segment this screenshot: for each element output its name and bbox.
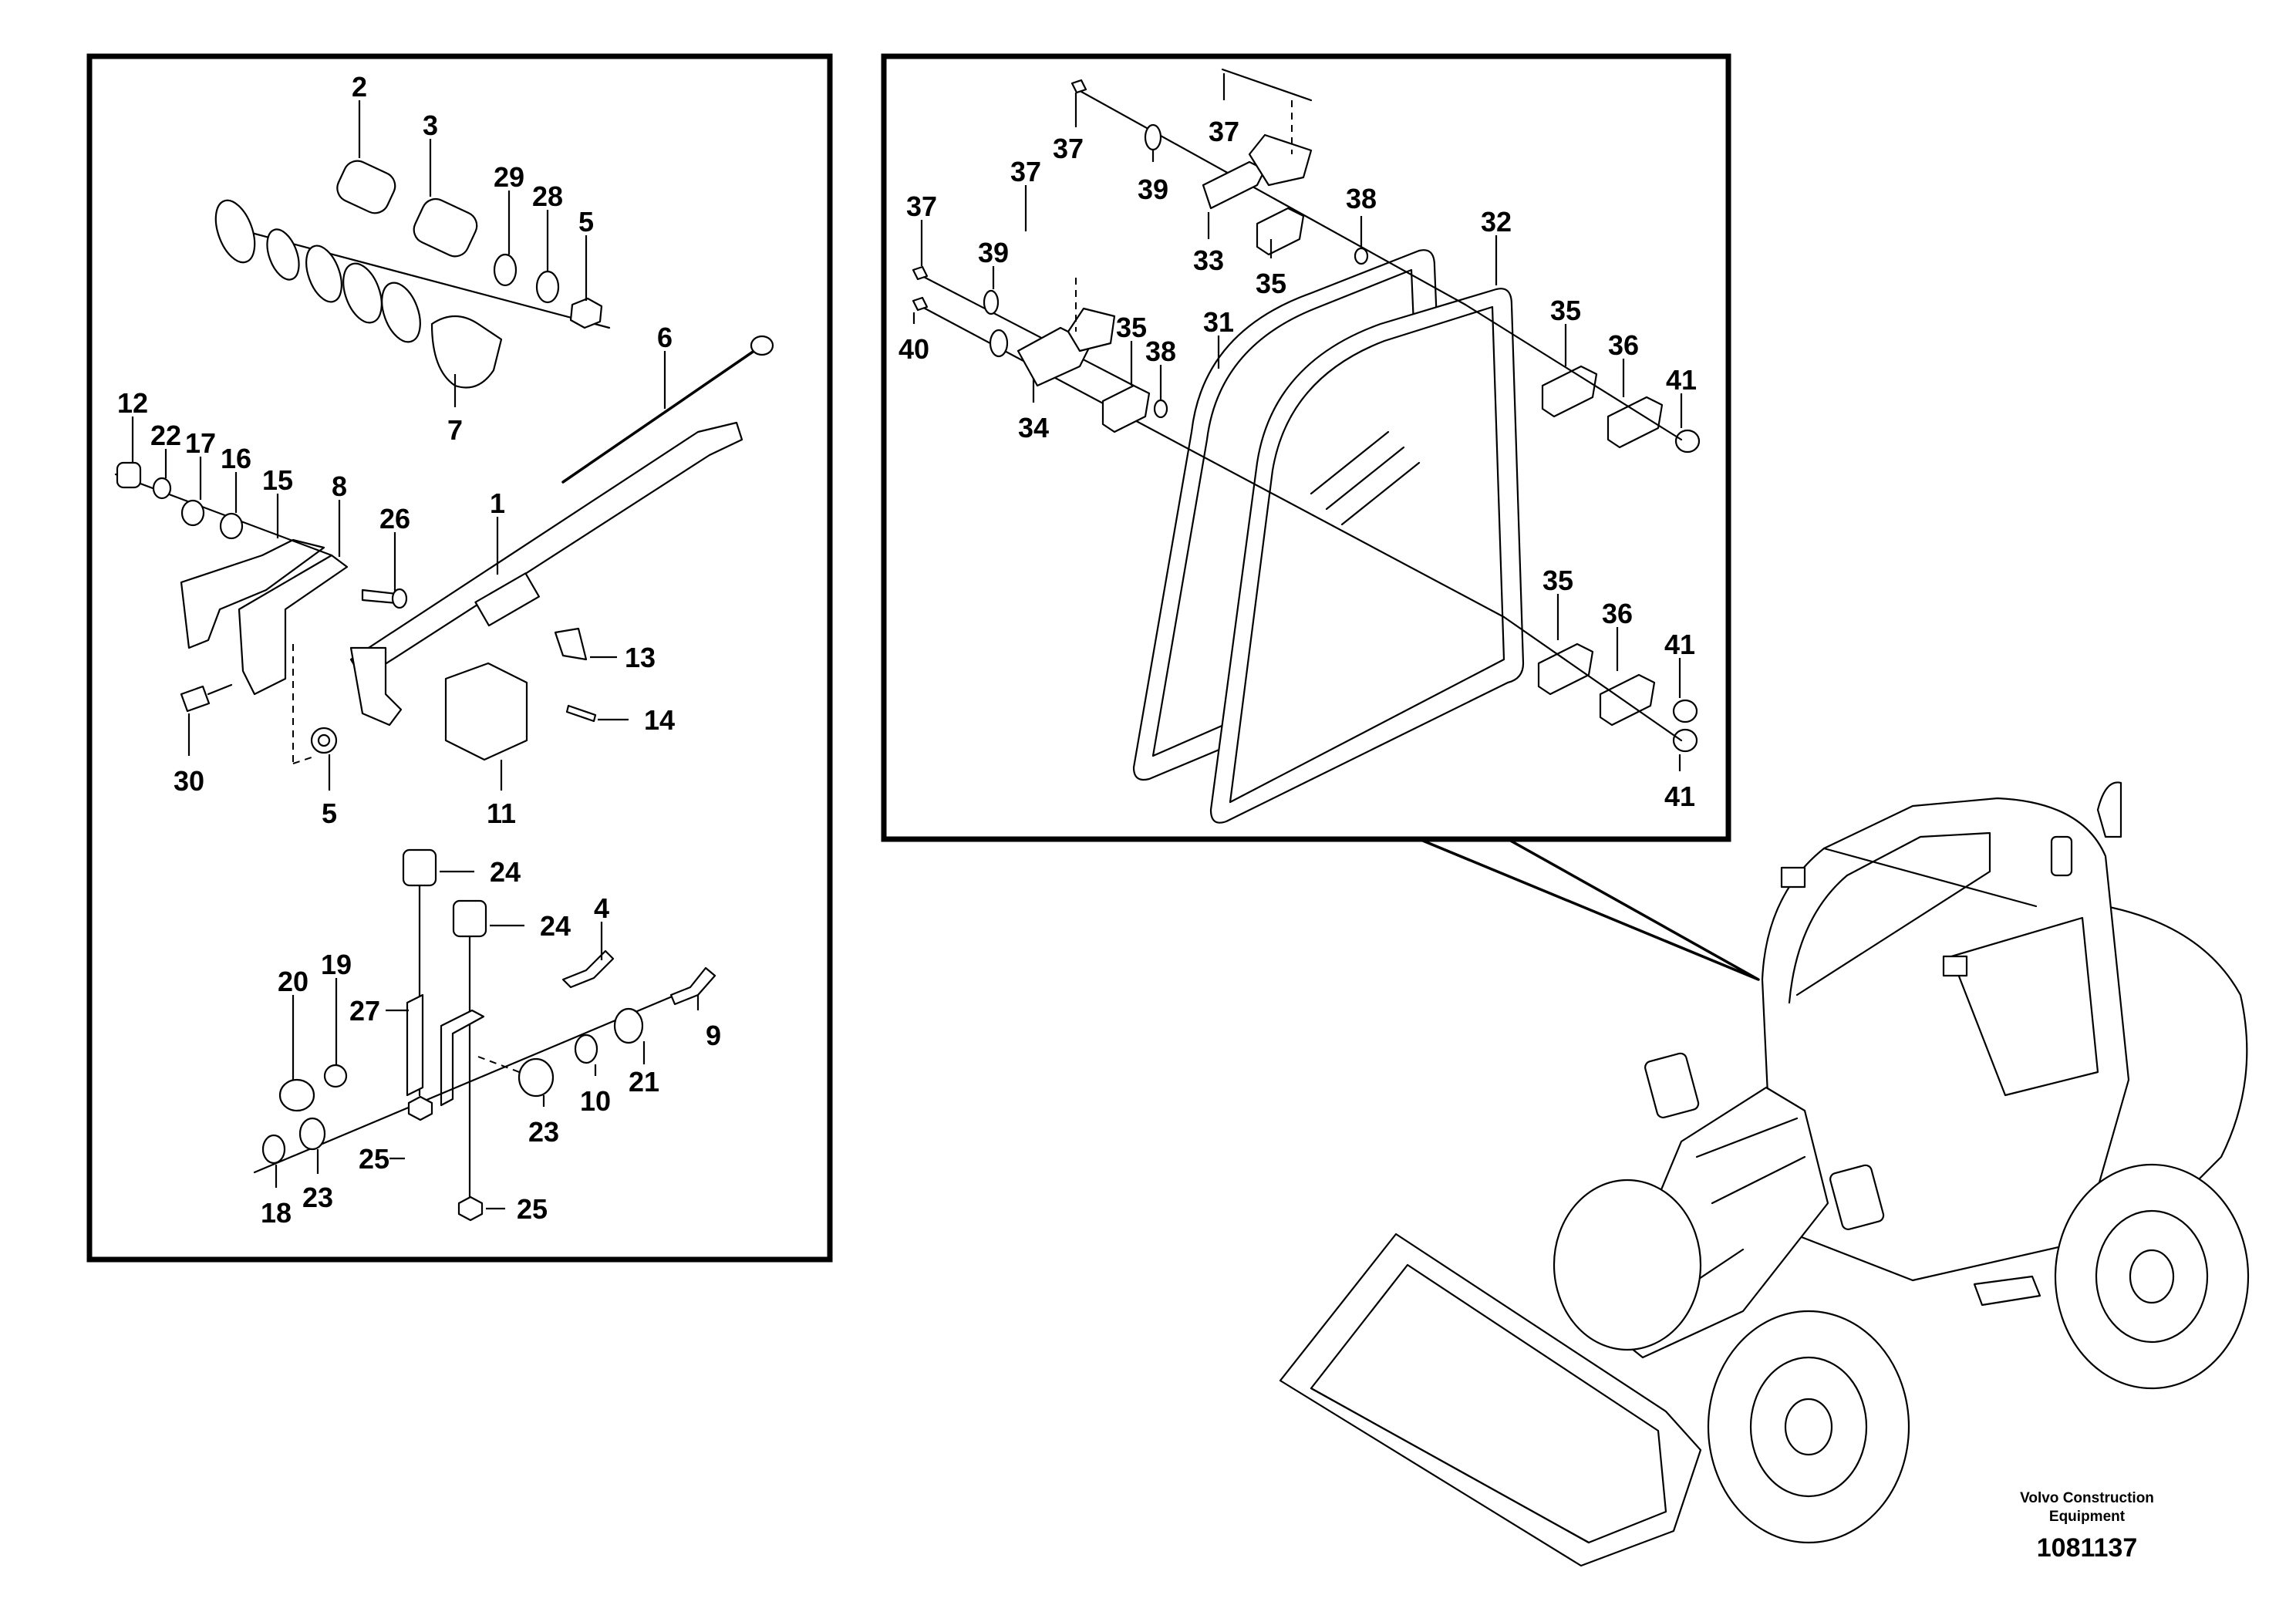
label-9: 9 — [706, 1020, 721, 1051]
label-25-b: 25 — [517, 1193, 548, 1225]
label-23-right: 23 — [528, 1116, 559, 1148]
label-10: 10 — [580, 1085, 611, 1117]
label-13: 13 — [625, 642, 656, 673]
label-5-top: 5 — [578, 206, 594, 238]
label-8: 8 — [332, 470, 347, 502]
wheel-loader-illustration — [1279, 781, 2250, 1567]
label-21: 21 — [629, 1066, 659, 1098]
label-36-a: 36 — [1608, 329, 1639, 361]
label-37-c: 37 — [1010, 156, 1041, 187]
label-16: 16 — [221, 443, 251, 474]
label-3: 3 — [423, 110, 438, 141]
label-33: 33 — [1193, 244, 1224, 276]
hinge-top — [1070, 68, 1467, 306]
left-panel: 2 3 29 28 5 6 12 22 17 16 15 8 26 — [86, 53, 833, 1263]
label-35-d: 35 — [1256, 268, 1286, 299]
label-14: 14 — [644, 704, 675, 736]
label-26: 26 — [379, 503, 410, 534]
label-23-left: 23 — [302, 1182, 333, 1213]
label-41-b: 41 — [1664, 629, 1695, 660]
label-35-a: 35 — [1116, 312, 1147, 343]
right-panel-frame — [881, 53, 1731, 842]
window-glass — [1132, 249, 1525, 824]
label-15: 15 — [262, 464, 293, 496]
label-1: 1 — [490, 487, 505, 519]
label-18: 18 — [261, 1197, 292, 1229]
document-number: 1081137 — [2037, 1533, 2138, 1563]
left-lower-assembly — [253, 848, 716, 1222]
label-41-a: 41 — [1666, 364, 1697, 396]
label-37-a: 37 — [1053, 133, 1084, 164]
label-25-a: 25 — [359, 1143, 389, 1175]
label-11: 11 — [487, 798, 516, 829]
label-30: 30 — [174, 765, 204, 797]
label-35-c: 35 — [1542, 565, 1573, 596]
label-29: 29 — [494, 161, 524, 193]
label-36-b: 36 — [1602, 598, 1633, 629]
label-28: 28 — [532, 180, 563, 212]
caption: Volvo Construction Equipment 1081137 — [2020, 1490, 2154, 1563]
left-upper-assembly — [214, 160, 611, 389]
left-block-parts — [444, 627, 597, 761]
label-35-b: 35 — [1550, 295, 1581, 326]
bracket-8-15 — [180, 538, 349, 764]
label-38-b: 38 — [1145, 336, 1176, 367]
label-12: 12 — [117, 387, 148, 419]
label-7: 7 — [447, 414, 463, 446]
label-39-b: 39 — [978, 237, 1009, 268]
right-panel: 37 37 39 38 37 32 37 39 35 31 38 40 34 — [881, 53, 1731, 842]
label-5-mid: 5 — [322, 798, 337, 829]
label-32: 32 — [1481, 206, 1512, 238]
label-20: 20 — [278, 966, 308, 997]
label-6: 6 — [657, 322, 673, 353]
callout-pointer — [1418, 838, 1760, 981]
left-washers-row — [114, 461, 333, 557]
label-4: 4 — [594, 892, 609, 924]
hinge-right — [1464, 303, 1701, 753]
label-41-c: 41 — [1664, 781, 1695, 812]
label-40: 40 — [899, 333, 929, 365]
label-31: 31 — [1203, 306, 1234, 338]
label-34: 34 — [1018, 412, 1049, 443]
label-24-b: 24 — [540, 910, 571, 942]
company-name-line2: Equipment — [2049, 1509, 2126, 1525]
left-labels: 2 3 29 28 5 6 12 22 17 16 15 8 26 — [117, 71, 721, 1229]
hinge-left — [912, 265, 1505, 619]
label-19: 19 — [321, 949, 352, 980]
rod-6 — [561, 335, 774, 484]
right-labels: 37 37 39 38 37 32 37 39 35 31 38 40 34 — [899, 73, 1697, 812]
label-27: 27 — [349, 995, 380, 1027]
label-22: 22 — [150, 420, 181, 451]
label-39-a: 39 — [1138, 174, 1168, 205]
left-panel-frame — [86, 53, 833, 1263]
label-2: 2 — [352, 71, 367, 103]
label-37-b: 37 — [1209, 116, 1239, 147]
left-bolts — [180, 588, 408, 754]
arm-1 — [349, 421, 743, 727]
company-name-line1: Volvo Construction — [2020, 1490, 2154, 1506]
label-24-a: 24 — [490, 856, 521, 888]
label-37-d: 37 — [906, 191, 937, 222]
label-38-a: 38 — [1346, 183, 1377, 214]
label-17: 17 — [185, 427, 216, 459]
